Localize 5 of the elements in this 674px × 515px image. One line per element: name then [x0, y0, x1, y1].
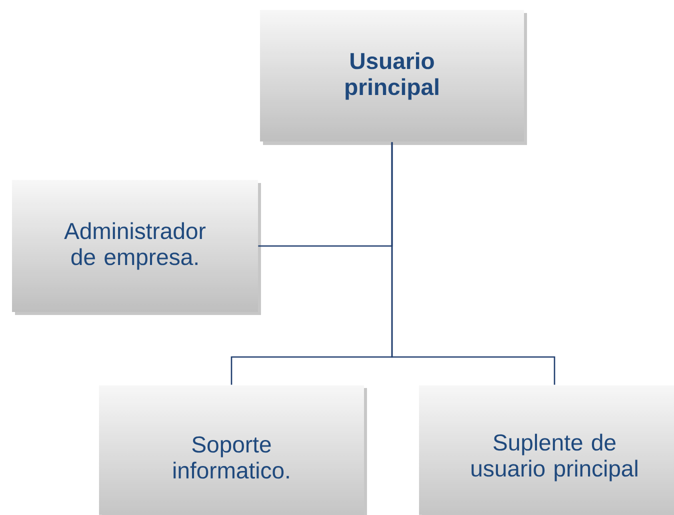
org-box: Usuario principal — [260, 10, 527, 145]
org-box: Suplente de usuario principal — [419, 385, 674, 515]
org-box: Soporte informatico. — [99, 385, 367, 515]
connector-line — [391, 142, 556, 385]
org-box: Administrador de empresa. — [12, 180, 261, 315]
